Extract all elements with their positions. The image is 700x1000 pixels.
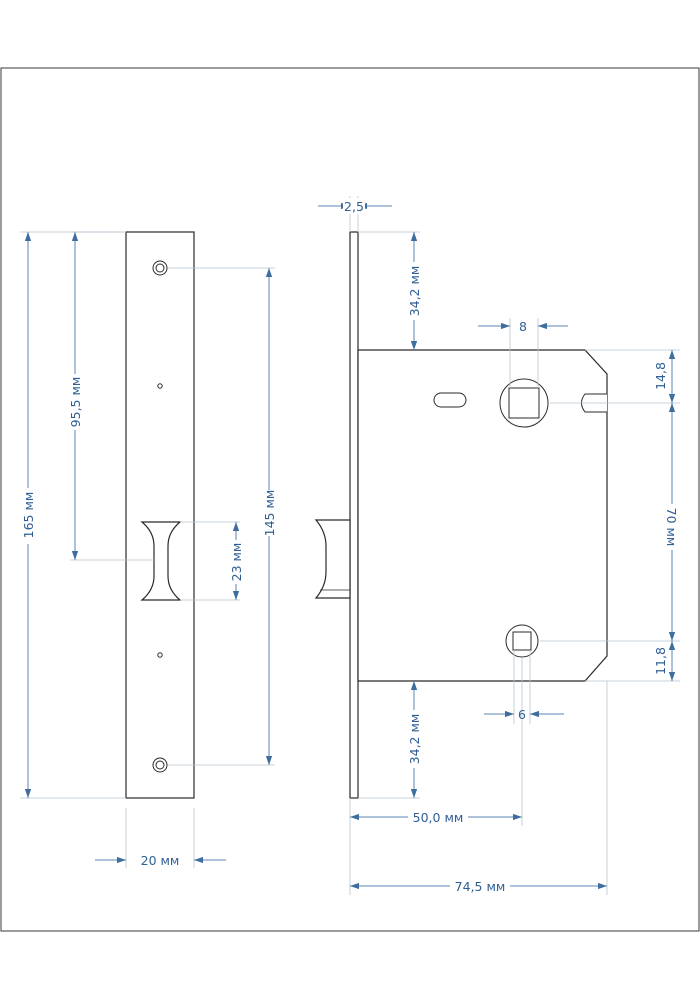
lock-body-side-view [314, 231, 608, 799]
lock-case [357, 349, 608, 682]
label-23: 23 мм [229, 543, 244, 582]
faceplate-edge [349, 231, 359, 799]
label-74-5: 74,5 мм [455, 879, 506, 894]
label-70: 70 мм [664, 508, 679, 547]
latch-bolt [314, 519, 351, 599]
label-34-2-top: 34,2 мм [407, 266, 422, 317]
faceplate [125, 231, 195, 799]
label-20: 20 мм [141, 853, 180, 868]
label-8: 8 [519, 319, 527, 334]
label-11-8: 11,8 [653, 647, 668, 675]
top-square-hole [508, 387, 540, 419]
label-2-5: 2,5 [344, 199, 364, 214]
label-95-5: 95,5 мм [68, 377, 83, 428]
label-34-2-bottom: 34,2 мм [407, 714, 422, 765]
label-145: 145 мм [262, 490, 277, 537]
label-50: 50,0 мм [413, 810, 464, 825]
drawing-frame [0, 67, 700, 932]
label-165: 165 мм [21, 492, 36, 539]
label-14-8: 14,8 [653, 362, 668, 390]
upper-pin-hole [157, 383, 163, 389]
label-backgrounds [20, 198, 680, 895]
label-6: 6 [518, 707, 526, 722]
bottom-square-hole [512, 631, 532, 651]
dimension-labels: 165 мм 95,5 мм 145 мм 23 мм 20 мм 2,5 34… [21, 199, 679, 894]
faceplate-front-view [125, 231, 195, 799]
lower-pin-hole [157, 652, 163, 658]
case-slot [433, 392, 467, 408]
